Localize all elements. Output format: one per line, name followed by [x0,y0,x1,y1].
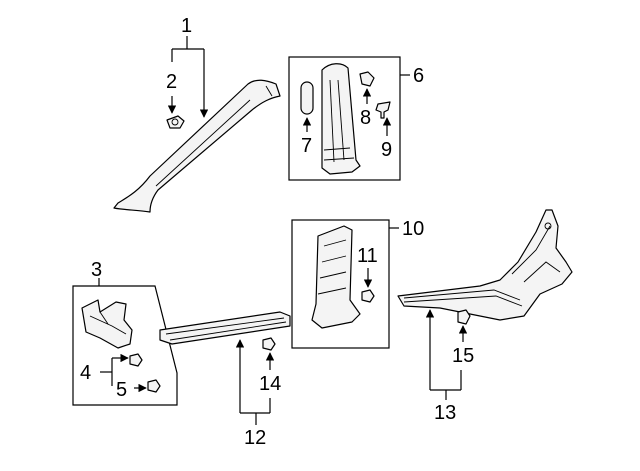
weatherstrip-7 [300,81,314,115]
callout-5: 5 [116,379,127,401]
callout-12: 12 [244,427,266,449]
clip-4 [129,353,143,367]
group-box-6 [288,56,401,181]
clip-5 [147,379,161,393]
callout-6: 6 [413,65,424,87]
callout-2: 2 [166,71,177,93]
b-pillar-upper-garnish [321,63,361,175]
group-box-3 [72,285,178,406]
callout-15: 15 [452,345,474,367]
clip-14 [262,337,276,351]
callout-10: 10 [402,218,424,240]
callout-4: 4 [80,362,91,384]
group-box-10 [291,219,390,349]
clip-9 [375,101,391,119]
callout-9: 9 [381,139,392,161]
callout-4-5-leader [100,353,147,393]
front-scuff-plate [159,311,291,345]
b-pillar-lower-garnish [311,225,361,329]
callout-14: 14 [259,373,281,395]
callout-13: 13 [434,402,456,424]
clip-8 [359,71,375,87]
callout-13-leader [425,309,462,400]
callout-3: 3 [91,259,102,281]
a-pillar-garnish [113,79,281,213]
callout-7: 7 [301,135,312,157]
cowl-side-trim [81,299,133,349]
callout-12-leader [235,339,271,425]
callout-11: 11 [357,245,378,267]
callout-1-leader [171,36,209,118]
clip-15 [457,309,471,325]
rear-scuff-plate [397,209,573,321]
callout-8: 8 [360,107,371,129]
clip-11 [361,289,375,303]
clip-2 [166,115,185,129]
callout-1: 1 [181,15,192,37]
